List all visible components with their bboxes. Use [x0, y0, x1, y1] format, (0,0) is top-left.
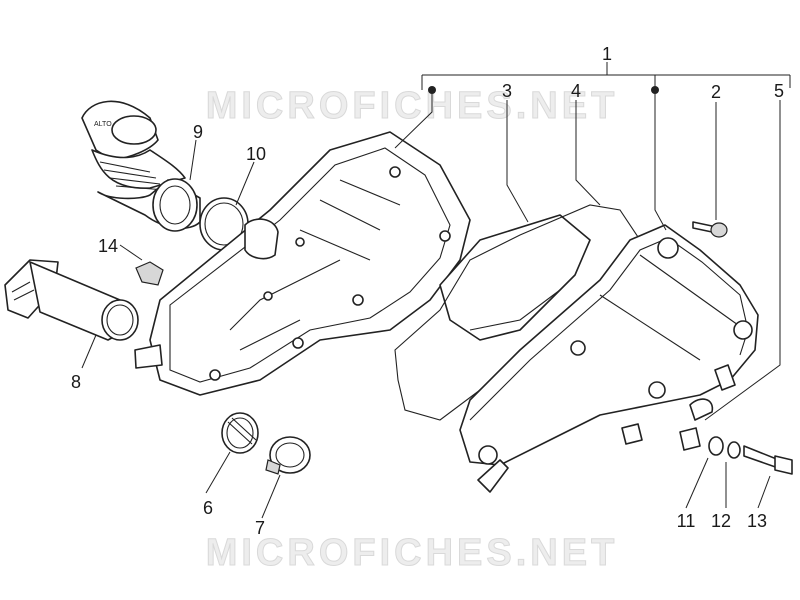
part-6-hose-clamp[interactable]: [221, 412, 259, 454]
callout-6: 6: [203, 498, 213, 518]
airbox-cover[interactable]: [459, 224, 759, 493]
callout-numbers: 1 2 3 4 5 6 7 8 9 10 11 12 13 14: [71, 44, 784, 538]
part-12-washer[interactable]: [708, 436, 741, 459]
hose-brand-label: ALTO: [94, 121, 112, 128]
part-8-intake-duct[interactable]: [4, 259, 139, 341]
part-9-intake-hose[interactable]: ALTO: [81, 100, 201, 232]
part-14-clip[interactable]: [135, 261, 164, 286]
callout-13: 13: [747, 511, 767, 531]
callout-10: 10: [246, 144, 266, 164]
callout-12: 12: [711, 511, 731, 531]
callout-4: 4: [571, 81, 581, 101]
part-11-bushing[interactable]: [621, 423, 701, 451]
callout-14: 14: [98, 236, 118, 256]
leader-lines: [81, 62, 791, 519]
callout-9: 9: [193, 122, 203, 142]
part-13-bolt[interactable]: [743, 445, 793, 475]
callout-5: 5: [774, 81, 784, 101]
part-7-hose-clamp[interactable]: [265, 436, 311, 475]
airbox-base[interactable]: [134, 131, 471, 396]
callout-8: 8: [71, 372, 81, 392]
callout-1: 1: [602, 44, 612, 64]
callout-11: 11: [677, 511, 696, 531]
watermark-bottom: MICROFICHES.NET: [206, 532, 619, 574]
callout-3: 3: [502, 81, 512, 101]
watermark-top: MICROFICHES.NET: [206, 85, 619, 127]
callout-7: 7: [255, 518, 265, 538]
callout-2: 2: [711, 82, 721, 102]
part-2-screw[interactable]: [692, 221, 728, 238]
